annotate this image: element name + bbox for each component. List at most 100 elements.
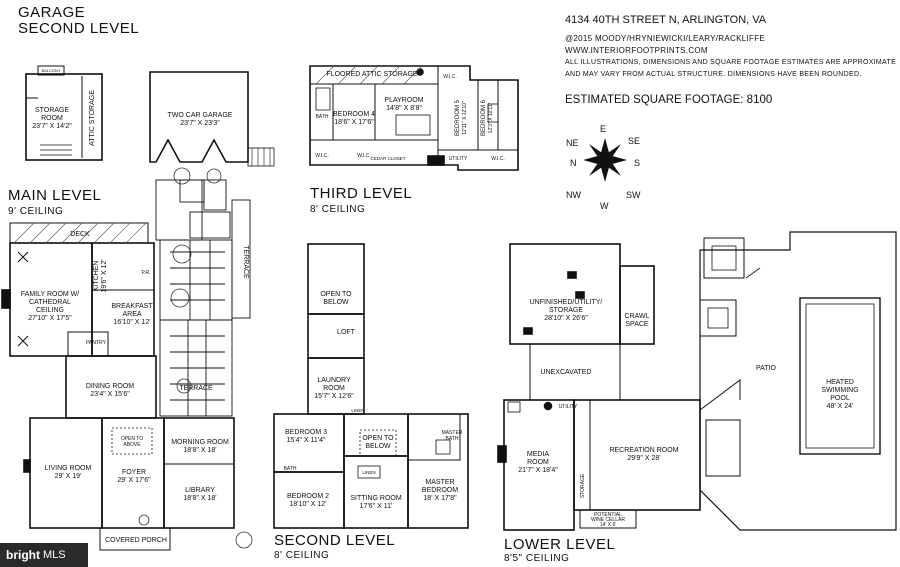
family-room-label-2: CATHEDRAL (29, 299, 71, 306)
tree-icons (138, 167, 253, 549)
two-car-garage-plan (149, 71, 275, 167)
laundry-dim: 15'7" X 12'6" (314, 393, 354, 400)
bedroom4-dim: 18'6" X 17'6" (334, 119, 374, 126)
pr-label: P.R. (141, 270, 150, 276)
bedroom2-label: BEDROOM 2 (287, 493, 329, 500)
compass-ne: NE (566, 138, 579, 148)
lower-level-plan (497, 243, 741, 531)
utility-label-third: UTILITY (449, 156, 468, 162)
compass-e: E (600, 124, 606, 134)
breakfast-dim: 16'10" X 12' (113, 319, 150, 326)
square-footage: ESTIMATED SQUARE FOOTAGE: 8100 (565, 94, 773, 106)
wine-cellar-label-2: WINE CELLAR (591, 517, 625, 523)
unfinished-label-2: STORAGE (549, 307, 583, 314)
main-level-plan (1, 222, 235, 551)
open-below-label-3: OPEN TO (362, 435, 394, 442)
two-car-garage-label: TWO CAR GARAGE (168, 112, 233, 119)
terrace-label-lower: TERRACE (179, 385, 213, 392)
linen-label: LINEN (351, 408, 364, 413)
dining-room-dim: 23'4" X 15'6" (90, 391, 130, 398)
master-bath-label: MASTER (442, 430, 463, 436)
compass-sw: SW (626, 190, 641, 200)
laundry-label-2: ROOM (323, 385, 345, 392)
master-bath-label-2: BATH (446, 436, 459, 442)
mls-watermark: bright MLS (0, 543, 88, 567)
pool-dim: 48' X 24' (827, 403, 854, 410)
second-level-ceiling: 8' CEILING (274, 550, 330, 561)
pool-label-3: POOL (830, 395, 850, 402)
lower-level-title: LOWER LEVEL (504, 536, 616, 553)
storage-room-label: STORAGE (35, 107, 69, 114)
open-below-label-2: BELOW (323, 299, 349, 306)
floored-attic-label: FLOORED ATTIC STORAGE (326, 71, 417, 78)
garage-title-line1: GARAGE (18, 4, 86, 21)
bedroom3-dim: 15'4" X 11'4" (286, 437, 326, 444)
library-dim: 18'8" X 18' (183, 495, 216, 502)
bedroom5-dim: 12'11" X 12'10" (462, 101, 468, 135)
hatching (13, 65, 423, 244)
unexcavated-label: UNEXCAVATED (541, 369, 592, 376)
bath-label: BATH (316, 114, 329, 120)
terrace-label-upper: TERRACE (242, 245, 249, 279)
recreation-room-label: RECREATION ROOM (609, 447, 678, 454)
compass-n: N (570, 158, 577, 168)
compass-s: S (634, 158, 640, 168)
bath-label-second: BATH (284, 466, 297, 472)
open-below-label-4: BELOW (365, 443, 391, 450)
third-level-plan (309, 65, 519, 171)
media-room-label-2: ROOM (527, 459, 549, 466)
pantry-label: PANTRY (86, 340, 106, 346)
covered-porch-label: COVERED PORCH (105, 537, 167, 544)
two-car-garage-dim: 23'7" X 23'3" (180, 120, 220, 127)
sitting-room-label: SITTING ROOM (350, 495, 402, 502)
linen-label-2: LINEN (362, 470, 375, 475)
compass-se: SE (628, 136, 640, 146)
second-level-title: SECOND LEVEL (274, 532, 396, 549)
open-below-label: OPEN TO (320, 291, 352, 298)
bedroom5-label: BEDROOM 5 (455, 99, 461, 136)
storage-room-label-2: ROOM (41, 115, 63, 122)
playroom-dim: 14'8" X 8'8" (386, 105, 422, 112)
wic-label: W.I.C. (443, 74, 457, 80)
wic-label-4: W.I.C. (491, 156, 505, 162)
media-room-dim: 21'7" X 18'4" (518, 467, 558, 474)
storage-label-lower: STORAGE (580, 473, 586, 498)
storage-room-dim: 23'7" X 14'2" (32, 123, 72, 130)
laundry-label: LAUNDRY (317, 377, 351, 384)
open-above-label-2: ABOVE (123, 442, 141, 448)
playroom-label: PLAYROOM (384, 97, 423, 104)
bedroom2-dim: 18'10" X 12' (289, 501, 326, 508)
ceiling-beam-marks (17, 251, 29, 347)
bedroom6-dim: 12'3" X 10'11" (488, 102, 494, 133)
third-level-title: THIRD LEVEL (310, 185, 413, 202)
pool-label-2: SWIMMING (821, 387, 858, 394)
family-room-label-3: CEILING (36, 307, 64, 314)
disclaimer-line-1: ALL ILLUSTRATIONS, DIMENSIONS AND SQUARE… (565, 59, 897, 66)
wic-label-2: W.I.C. (315, 153, 329, 159)
disclaimer-line-2: AND MAY VARY FROM ACTUAL STRUCTURE. DIME… (565, 71, 862, 78)
garage-level-title: GARAGE SECOND LEVEL (18, 5, 139, 37)
terrace-paving (155, 179, 251, 417)
living-room-dim: 29' X 19' (55, 473, 82, 480)
master-bedroom-dim: 18' X 17'8" (423, 495, 457, 502)
master-bedroom-label-2: BEDROOM (422, 487, 458, 494)
lower-level-ceiling: 8'5" CEILING (504, 553, 570, 564)
breakfast-label: BREAKFAST (111, 303, 153, 310)
loft-label: LOFT (337, 329, 356, 336)
main-level-ceiling: 9' CEILING (8, 206, 64, 217)
pool-label: HEATED (826, 379, 854, 386)
kitchen-label: KITCHEN (93, 261, 100, 292)
third-level-ceiling: 8' CEILING (310, 204, 366, 215)
room-labels: BALCONY STORAGE ROOM 23'7" X 14'2" ATTIC… (21, 68, 859, 544)
unfinished-dim: 28'10" X 26'6" (544, 315, 588, 322)
dining-room-label: DINING ROOM (86, 383, 134, 390)
patio-label: PATIO (756, 365, 777, 372)
unfinished-label: UNFINISHED/UTILITY/ (530, 299, 603, 306)
foyer-label: FOYER (122, 469, 146, 476)
bedroom6-label: BEDROOM 6 (481, 99, 487, 136)
compass-nw: NW (566, 190, 581, 200)
address: 4134 40TH STREET N, ARLINGTON, VA (565, 14, 767, 26)
kitchen-dim: 19'6" X 12' (101, 259, 108, 292)
bedroom4-label: BEDROOM 4 (333, 111, 375, 118)
